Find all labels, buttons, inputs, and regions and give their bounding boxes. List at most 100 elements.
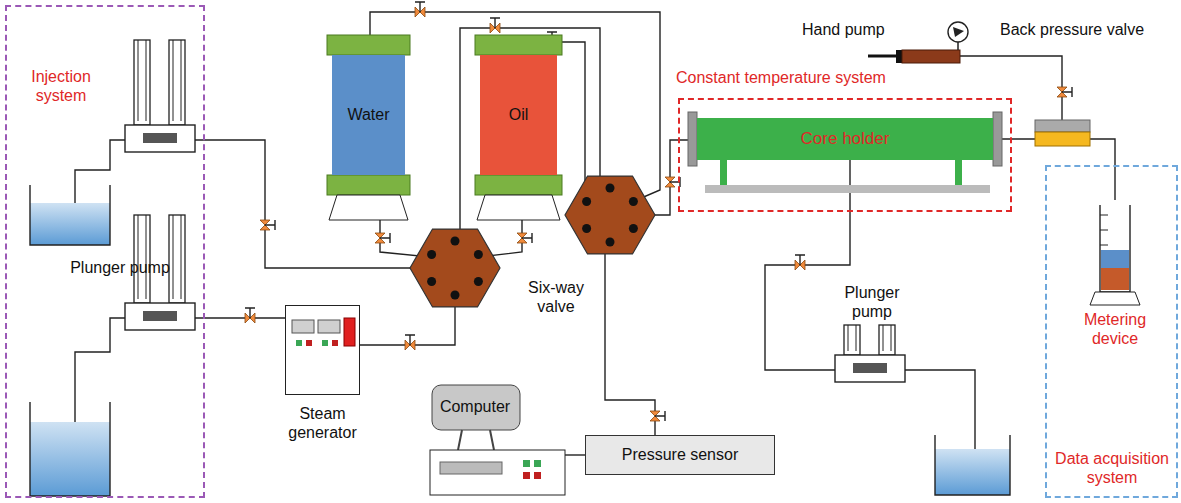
monitor-stand [458,430,494,450]
part-label: Plunger pump [836,283,908,321]
core-holder-base [705,185,990,193]
six-way-valve [410,229,500,307]
core-holder-cap [688,112,697,166]
valve-port [582,224,591,233]
liquid [935,449,1010,495]
generator-display [292,320,314,333]
metering-device: Metering device [1075,200,1155,350]
pump-cylinder [879,325,895,355]
computer: Computer [430,385,565,497]
container-cap [475,175,562,195]
node-text: Core holder [801,129,890,149]
node-heading: Metering device [1070,310,1160,348]
valve-handle [245,308,255,318]
pump-piston [173,40,181,121]
container-stand [477,195,560,220]
valve-handle [795,255,805,265]
cylinder-base [1090,292,1140,305]
valve-handle [1062,87,1072,97]
valve-handle [522,233,532,243]
part-label: Six-way valve [520,278,592,316]
liquid [30,203,110,245]
computer-button [534,460,541,467]
part-label: Hand pump [802,20,885,39]
pipe-line [195,317,285,318]
valve-port [451,291,460,300]
valve-port [427,277,436,286]
node-text: Pressure sensor [622,445,739,464]
beaker [935,435,1010,495]
region-box: Injection system [5,5,205,498]
container-stand [329,195,408,220]
oil-container: Oil [480,55,557,175]
hand-pump-handle [868,55,898,58]
beaker [30,402,110,496]
part-label: Plunger pump [60,258,180,277]
pressure-sensor: Pressure sensor [585,435,775,475]
region-box: Constant temperature systemCore holder [678,98,1012,212]
plunger-pump [835,355,905,382]
valve-port [629,224,638,233]
plunger-pump [125,303,195,330]
pump-cylinder [169,40,185,125]
valve-port [606,184,615,193]
pump-piston [848,325,856,351]
part-label: Back pressure valve [1000,20,1144,39]
core-holder-support [955,160,962,186]
computer-base [430,450,565,495]
node-heading: Data acquisition system [1050,449,1174,487]
valve-handle [380,233,390,243]
pump-piston [138,215,146,299]
valve-port [474,250,483,259]
node-text: Water [347,105,389,124]
computer-button [534,472,541,479]
pump-cylinder [169,215,185,303]
node-text: Oil [509,105,529,124]
pump-display [143,133,177,143]
six-way-valve [565,176,655,254]
pump-piston [138,40,146,121]
valve-handle [405,335,415,345]
pipe-connector [565,454,585,455]
steam-generator: Steam generator [285,305,360,395]
valve-handle [655,411,665,421]
generator-button [322,340,328,346]
generator-button [306,340,312,346]
valve-port [629,197,638,206]
water-layer [1101,250,1129,268]
core-holder-cap [993,112,1002,166]
back-pressure-valve [1035,132,1090,146]
core-holder-support [720,160,727,186]
valve-handle [490,18,500,28]
pump-display [853,363,887,373]
valve-handle [415,2,425,12]
valve-handle [265,220,275,230]
pressure-gauge [948,22,968,42]
generator-display [318,320,340,333]
valve-port [451,237,460,246]
node-heading: Constant temperature system [676,68,886,87]
liquid [30,422,110,496]
core-holder: Core holder [697,118,993,160]
plunger-pump [125,125,195,152]
valve-port [427,250,436,259]
computer-display [440,462,502,474]
valve-port [606,238,615,247]
graduation-marks [1100,215,1108,245]
node-heading: Injection system [19,67,103,105]
node-heading: Steam generator [270,404,375,442]
pump-piston [173,215,181,299]
region-box: Data acquisition system Metering device [1045,165,1178,498]
container-cap [327,175,410,195]
container-cap [327,35,410,55]
oil-layer [1101,268,1129,290]
pump-cylinder [134,40,150,125]
pump-piston [883,325,891,351]
gauge-needle [953,27,964,37]
valve-port [474,277,483,286]
water-container: Water [332,55,405,175]
node-heading: Computer [430,397,520,416]
computer-button [523,472,530,479]
